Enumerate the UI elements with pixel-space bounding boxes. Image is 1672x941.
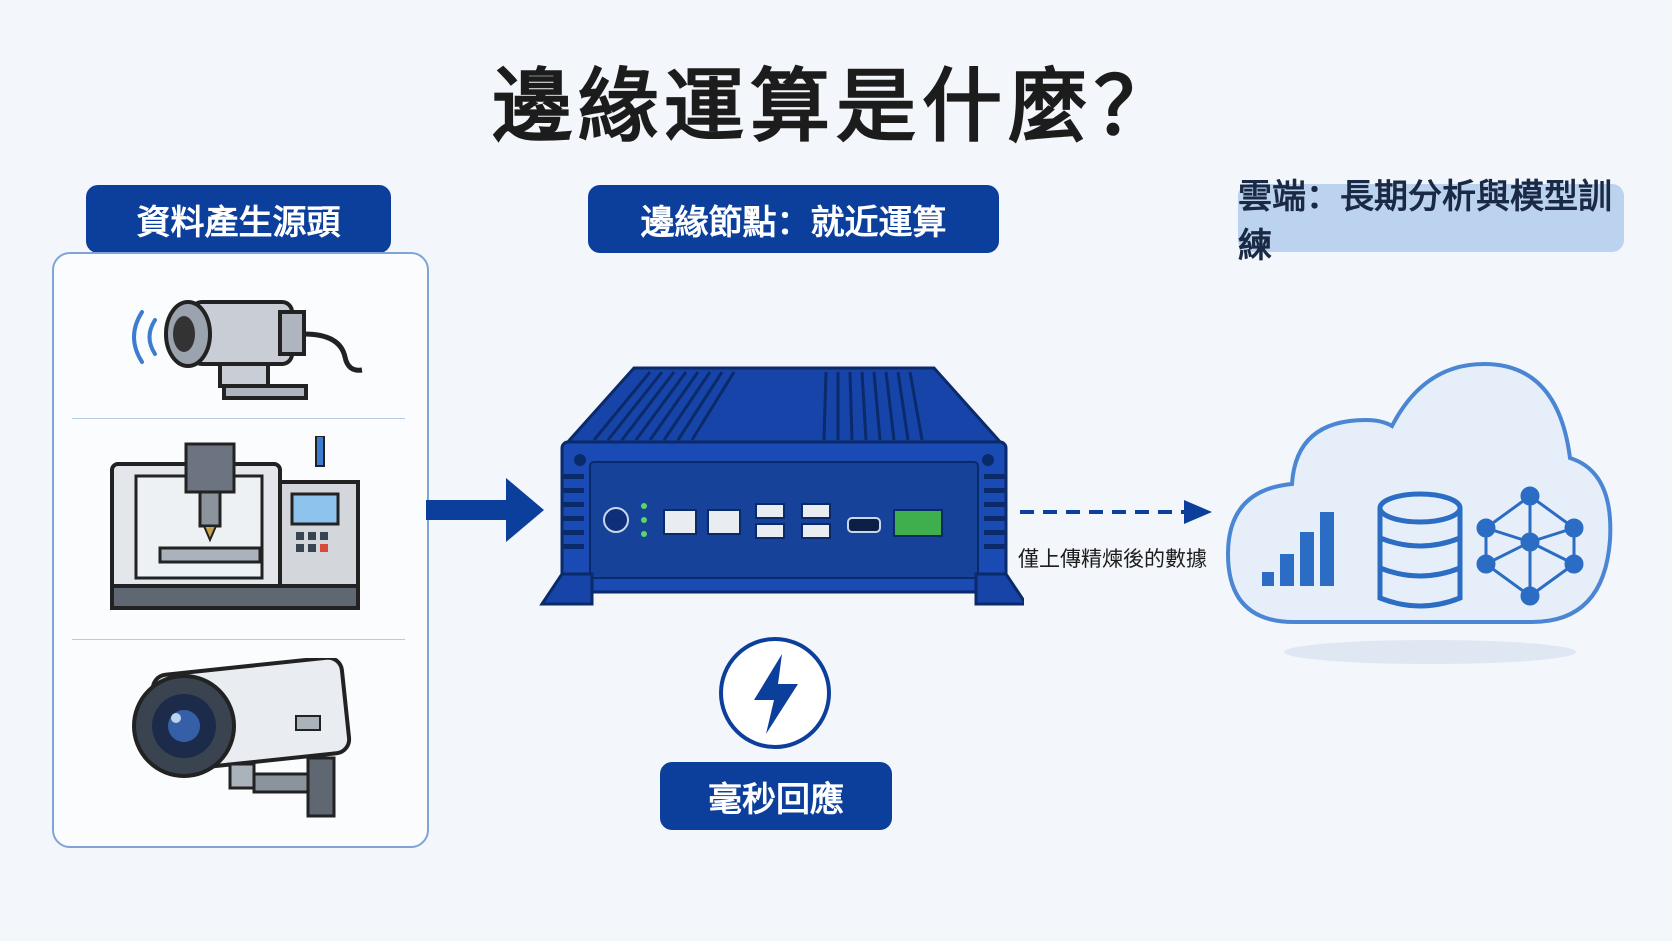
cnc-machine-icon [110,436,360,610]
neural-network-icon [1476,486,1584,606]
page-title: 邊緣運算是什麼？ [492,60,1180,153]
upload-note: 僅上傳精煉後的數據 [1018,547,1207,571]
lightning-icon [719,637,831,749]
cloud-label: 雲端：長期分析與模型訓練 [1238,177,1624,266]
cloud-icon [1225,361,1613,664]
upload-arrow [1020,500,1212,524]
panel-divider [72,639,405,640]
bar-chart-icon [1262,512,1334,586]
latency-label: 毫秒回應 [660,762,892,830]
edge-label: 邊緣節點：就近運算 [588,185,999,253]
sources-label: 資料產生源頭 [86,185,391,253]
database-icon [1377,491,1463,609]
vibration-sensor-icon [132,300,363,400]
security-camera-icon [132,658,352,818]
panel-divider [72,418,405,419]
data-flow-arrow [426,478,544,542]
edge-gateway-icon [539,366,1024,606]
